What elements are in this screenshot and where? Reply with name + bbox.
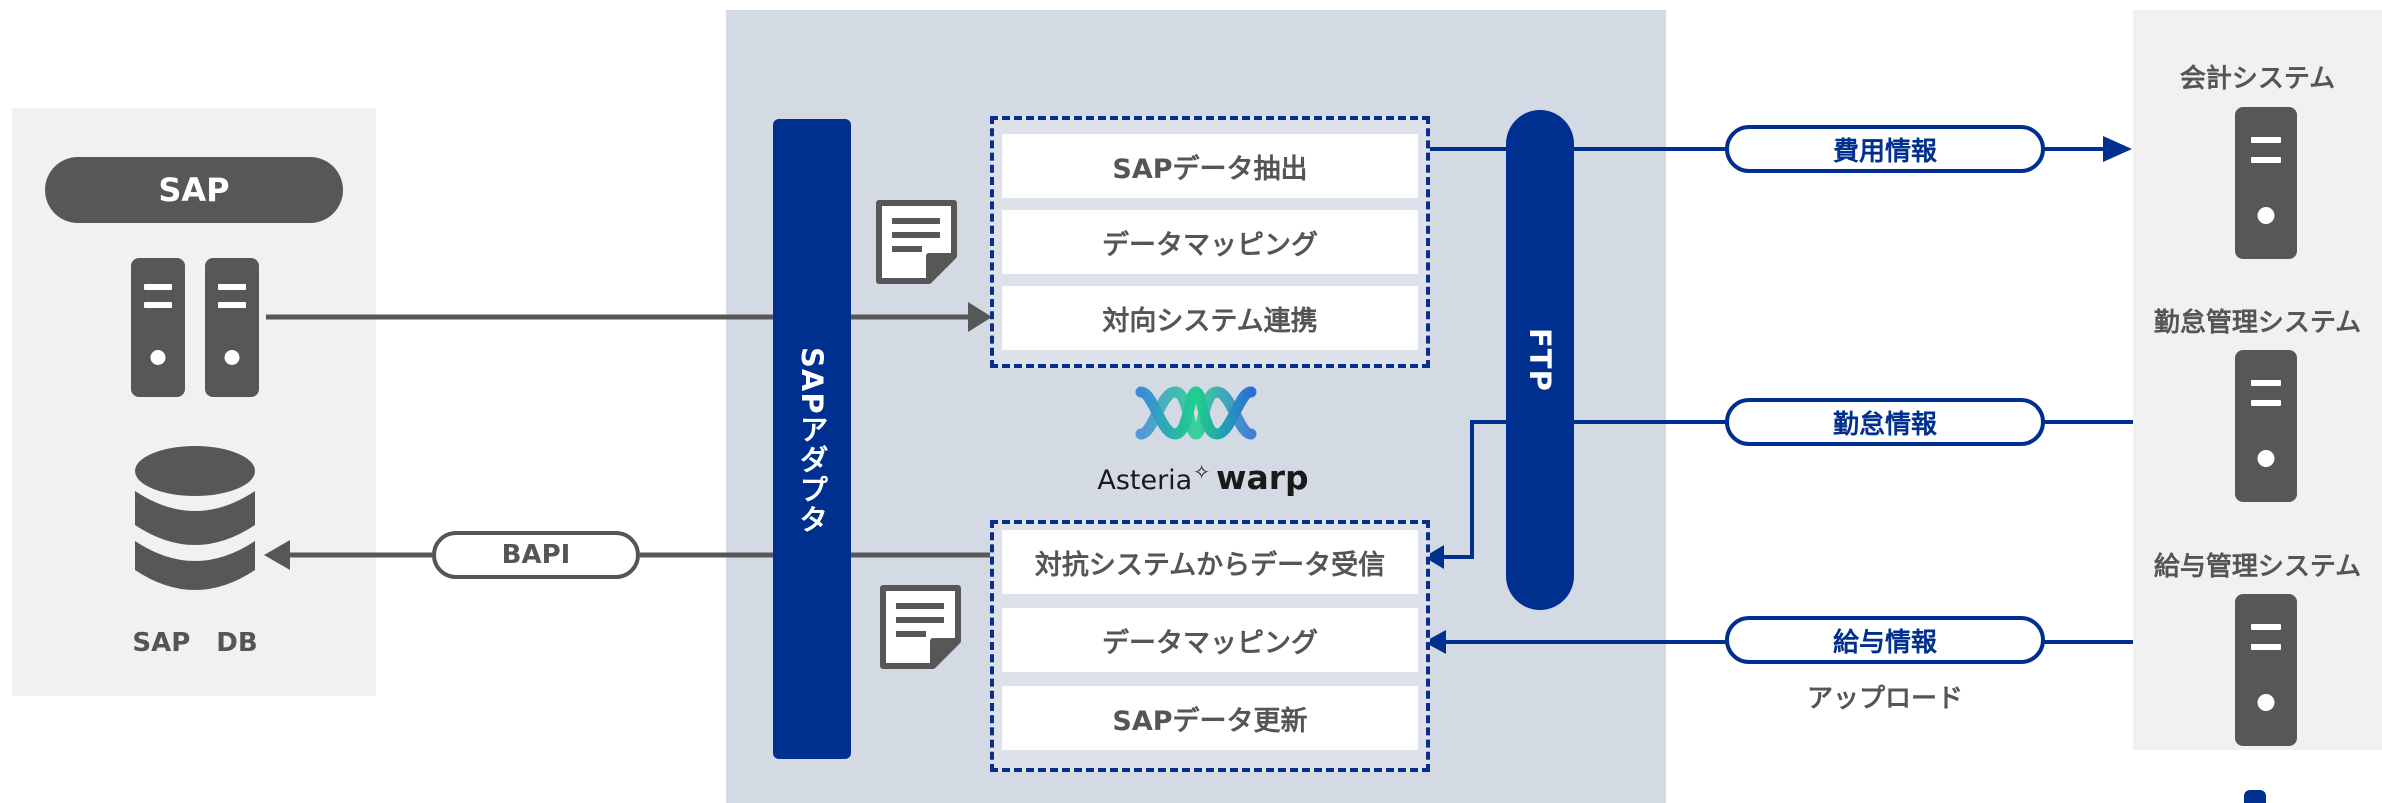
accounting-server-icon	[2235, 107, 2297, 259]
attendance-system-label: 勤怠管理システム	[2153, 308, 2362, 338]
attendance-info-pill: 勤怠情報	[1725, 398, 2045, 446]
ftp-to-import-arrow	[1424, 545, 1444, 569]
asteria-warp-logo-icon	[1135, 386, 1257, 440]
import-step-2: データマッピング	[1002, 608, 1418, 672]
sap-adapter-bar: SAPアダプタ	[773, 119, 851, 759]
sap-title-pill: SAP	[45, 157, 343, 223]
ftp-label: FTP	[1523, 328, 1557, 392]
document-icon-export	[876, 200, 957, 284]
sap-adapter-label: SAPアダプタ	[795, 347, 829, 535]
import-process-group: 対抗システムからデータ受信 データマッピング SAPデータ更新	[990, 520, 1430, 772]
document-icon-import	[880, 585, 961, 669]
export-step-2: データマッピング	[1002, 210, 1418, 274]
ftp-bar: FTP	[1506, 110, 1574, 610]
expense-info-pill: 費用情報	[1725, 125, 2045, 173]
upload-note: アップロード	[1806, 684, 1963, 714]
logo-asteria-text: Asteria	[1097, 465, 1193, 496]
sap-server-icon-1	[131, 258, 185, 397]
logo-warp-text: warp	[1216, 458, 1309, 497]
expense-info-label: 費用情報	[1832, 136, 1937, 167]
sap-db-label: SAP DB	[132, 628, 258, 658]
import-step-1: 対抗システムからデータ受信	[1002, 530, 1418, 594]
payroll-server-icon	[2235, 594, 2297, 746]
logo-sparkle-icon: ✧	[1193, 460, 1210, 484]
accounting-system-label: 会計システム	[2179, 64, 2336, 94]
payroll-info-pill: 給与情報	[1725, 616, 2045, 664]
cropped-brand-mark	[2244, 790, 2266, 803]
sap-title: SAP	[158, 171, 230, 209]
payroll-to-import-arrow	[1424, 630, 1446, 654]
export-step-3: 対向システム連携	[1002, 286, 1418, 350]
ftp-to-import-line	[1440, 420, 1510, 559]
bapi-pill: BAPI	[432, 531, 640, 579]
payroll-system-label: 給与管理システム	[2153, 552, 2362, 582]
adapter-to-export-arrow	[968, 302, 992, 332]
sap-server-icon-2	[205, 258, 259, 397]
import-step-3: SAPデータ更新	[1002, 686, 1418, 750]
attendance-server-icon	[2235, 350, 2297, 502]
export-step-1: SAPデータ抽出	[1002, 134, 1418, 198]
payroll-info-label: 給与情報	[1832, 627, 1937, 658]
bapi-to-db-arrow	[264, 540, 290, 570]
export-process-group: SAPデータ抽出 データマッピング 対向システム連携	[990, 116, 1430, 368]
bapi-label: BAPI	[501, 540, 571, 570]
asteria-warp-logo-text: Asteria ✧ warp	[1088, 458, 1318, 502]
database-icon	[135, 446, 255, 590]
expense-arrow	[2103, 136, 2132, 162]
attendance-info-label: 勤怠情報	[1832, 409, 1937, 440]
